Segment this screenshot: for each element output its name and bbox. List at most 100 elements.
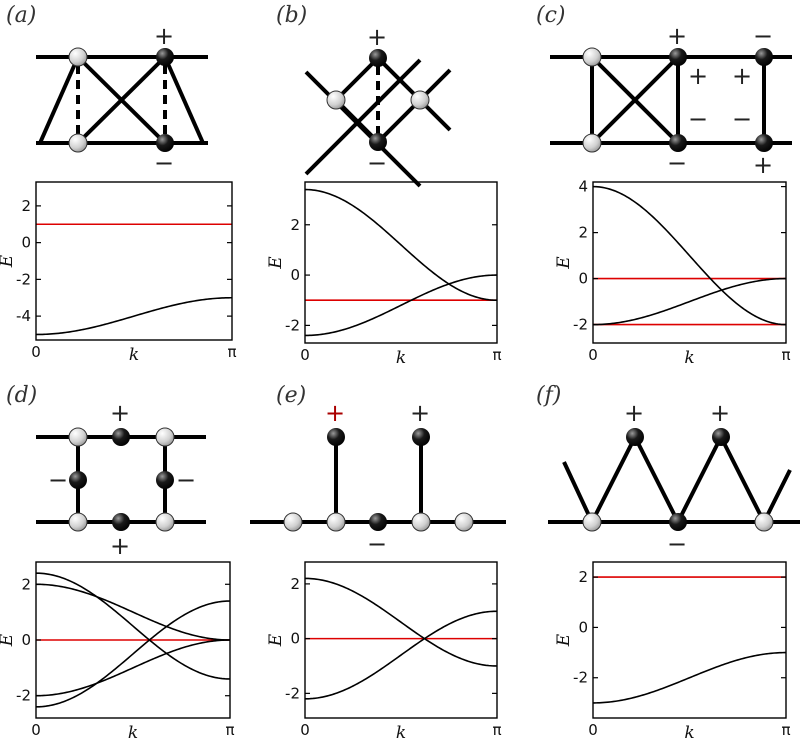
x-tick-label: 0 (588, 721, 598, 739)
lattice-f-sites (582, 428, 774, 532)
dispersive-band-curve (592, 277, 787, 326)
lattice-a-cross-bond (38, 56, 80, 144)
x-axis-label: k (129, 345, 139, 365)
y-tick-label: 0 (290, 266, 300, 284)
y-tick-label: 2 (578, 568, 588, 586)
lattice-c (550, 55, 792, 145)
dark-site (156, 48, 174, 66)
light-site (582, 512, 602, 532)
dispersive-band-curve (304, 188, 498, 302)
amplitude-sign: + (732, 62, 752, 90)
x-axis-label: k (684, 723, 694, 743)
amplitude-sign: + (110, 399, 130, 427)
dark-site (369, 49, 387, 67)
y-tick-label: 2 (578, 224, 588, 242)
dark-site (712, 428, 730, 446)
lattice-a-cross-bond (76, 55, 167, 145)
light-site (326, 90, 346, 110)
y-tick-label: -2 (573, 669, 588, 687)
x-tick-label: π (492, 346, 501, 364)
lattice-d-sites (68, 427, 175, 532)
x-tick-label: π (225, 721, 234, 739)
dark-site (156, 471, 174, 489)
plot-frame (35, 181, 233, 341)
x-axis-label: k (684, 348, 694, 368)
amplitude-sign: + (110, 532, 130, 560)
light-site (582, 47, 602, 67)
band-plots: 20-2-40πkE20-20πkE420-20πkE20-20πkE20-20… (0, 178, 791, 743)
dispersive-band-curve (304, 274, 498, 337)
plot-frame (592, 181, 787, 344)
amplitude-sign: + (410, 399, 430, 427)
x-tick-label: π (781, 721, 790, 739)
amplitude-sign: − (176, 466, 196, 494)
dark-site (669, 48, 687, 66)
dark-site (369, 513, 387, 531)
lattice-b-bond (334, 56, 380, 102)
dispersive-band-curve (35, 572, 231, 680)
x-tick-label: 0 (588, 346, 598, 364)
light-site (582, 133, 602, 153)
light-site (410, 90, 430, 110)
y-tick-label: 0 (578, 270, 588, 288)
panel-label-e: (e) (276, 383, 306, 408)
light-site (68, 47, 88, 67)
lattice-e (250, 437, 506, 524)
amplitude-sign: + (367, 23, 387, 51)
dispersive-band-curve (592, 651, 787, 704)
dispersive-band-curve (35, 583, 231, 641)
y-axis-label: E (554, 633, 574, 647)
amplitude-sign: − (688, 105, 708, 133)
y-tick-label: 2 (290, 575, 300, 593)
dark-site (112, 428, 130, 446)
dark-site (327, 428, 345, 446)
dark-site (669, 513, 687, 531)
lattice-f-zigzag (562, 432, 792, 527)
light-site (155, 512, 175, 532)
light-site (283, 512, 303, 532)
y-tick-label: -2 (16, 687, 31, 705)
dark-site (755, 48, 773, 66)
light-site (454, 512, 474, 532)
amplitude-sign: − (154, 149, 174, 177)
dispersive-band-curve (304, 610, 498, 700)
panel-label-a: (a) (6, 3, 36, 28)
light-site (754, 512, 774, 532)
lattice-f (548, 432, 800, 527)
y-axis-label: E (0, 633, 17, 647)
amplitude-sign: + (688, 62, 708, 90)
dark-site (755, 134, 773, 152)
y-tick-label: 2 (21, 197, 31, 215)
lattice-b-sites (326, 49, 430, 151)
dark-site (69, 471, 87, 489)
x-tick-label: π (781, 346, 790, 364)
dark-site (156, 134, 174, 152)
lattice-e-sites (283, 428, 474, 532)
dark-site (369, 133, 387, 151)
dark-site (669, 134, 687, 152)
amplitude-sign: − (367, 149, 387, 177)
amplitude-sign: − (753, 22, 773, 50)
dispersive-band-curve (304, 577, 498, 667)
y-axis-label: E (0, 254, 17, 268)
y-tick-label: -2 (573, 316, 588, 334)
band-plot-a: 20-2-40πkE (0, 181, 237, 365)
plot-frame (592, 561, 787, 719)
lattice-c-sites (582, 47, 773, 153)
x-axis-label: k (396, 348, 406, 368)
y-axis-label: E (266, 633, 286, 647)
x-tick-label: π (492, 721, 501, 739)
dispersive-band-curve (35, 600, 231, 708)
y-tick-label: 2 (290, 216, 300, 234)
dispersive-band-curve (35, 639, 231, 697)
light-site (155, 427, 175, 447)
lattice-b-bond (334, 98, 380, 144)
y-tick-label: 0 (21, 631, 31, 649)
y-axis-label: E (266, 256, 286, 270)
panel-label-d: (d) (6, 383, 37, 408)
dark-site (112, 513, 130, 531)
